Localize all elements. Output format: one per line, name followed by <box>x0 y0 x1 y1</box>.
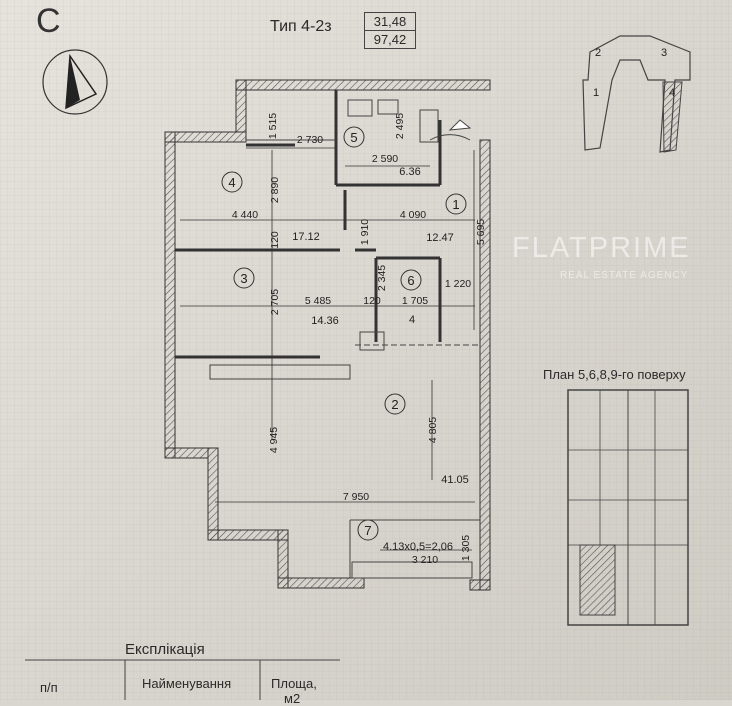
dim-label: 1 910 <box>359 219 371 245</box>
area-summary-box: 31,48 97,42 <box>364 12 416 49</box>
dim-label: 2 890 <box>269 177 281 203</box>
thin-partitions <box>209 99 480 579</box>
dim-label: 2 345 <box>376 265 388 291</box>
living-area: 31,48 <box>373 14 407 29</box>
keyplan-label: 2 <box>595 47 601 59</box>
dim-label: 1 515 <box>267 113 279 139</box>
dim-label: 2 705 <box>269 289 281 315</box>
room-number-3: 3 <box>240 271 247 286</box>
watermark-tagline: REAL ESTATE AGENCY <box>560 270 689 281</box>
room-number-4: 4 <box>228 175 235 190</box>
apartment-type: Тип 4-2з <box>270 18 332 35</box>
room-area-3: 14.36 <box>311 315 339 327</box>
dimension-lines <box>180 147 475 551</box>
room-area-7: 4.13x0,5=2,06 <box>383 541 453 553</box>
dim-label: 120 <box>269 231 281 249</box>
interior-walls <box>175 90 442 359</box>
keyplan-label: 3 <box>661 47 667 59</box>
room-area-4: 17.12 <box>292 231 320 243</box>
room-area-1: 12.47 <box>426 232 454 244</box>
dim-label: 1 220 <box>445 278 471 290</box>
key-plan <box>582 35 691 153</box>
dim-label: 4 090 <box>400 209 426 221</box>
room-number-1: 1 <box>452 197 459 212</box>
col-number: п/п <box>40 680 58 695</box>
room-number-6: 6 <box>407 273 414 288</box>
keyplan-label: 1 <box>593 87 599 99</box>
dim-label: 5 695 <box>475 219 487 245</box>
floor-key-plan <box>567 389 689 626</box>
dim-label: 3 210 <box>412 554 438 566</box>
dim-label: 7 950 <box>343 491 369 503</box>
section-letter: С <box>36 2 61 40</box>
dim-label: 1 305 <box>460 535 472 561</box>
exterior-walls <box>164 79 491 591</box>
col-name: Найменування <box>142 676 232 691</box>
col-area-unit: м2 <box>284 691 301 706</box>
north-arrow-icon <box>42 49 108 115</box>
dim-label: 2 590 <box>372 153 398 165</box>
room-area-2: 41.05 <box>441 474 469 486</box>
dim-label: 1 705 <box>402 295 428 307</box>
dim-label: 2 730 <box>297 134 323 146</box>
watermark-brand: FLATPRIME <box>512 232 691 264</box>
explication-table <box>25 659 340 700</box>
col-area: Площа, <box>271 676 317 691</box>
dim-label: 5 485 <box>305 295 331 307</box>
dim-label: 120 <box>363 295 381 307</box>
room-markers <box>221 126 467 541</box>
dim-label: 4 805 <box>427 417 439 443</box>
dim-label: 2 495 <box>394 113 406 139</box>
dim-label: 4 945 <box>268 427 280 453</box>
total-area: 97,42 <box>365 30 415 48</box>
room-number-2: 2 <box>391 397 398 412</box>
dim-label: 4 440 <box>232 209 258 221</box>
room-number-7: 7 <box>364 523 371 538</box>
keyplan-label: 4 <box>669 87 675 99</box>
floor-plan-title: План 5,6,8,9-го поверху <box>543 367 686 382</box>
explication-title: Експлікація <box>125 641 205 658</box>
room-number-5: 5 <box>350 130 357 145</box>
room-area-6: 4 <box>409 314 415 326</box>
room-area-5: 6.36 <box>399 166 420 178</box>
